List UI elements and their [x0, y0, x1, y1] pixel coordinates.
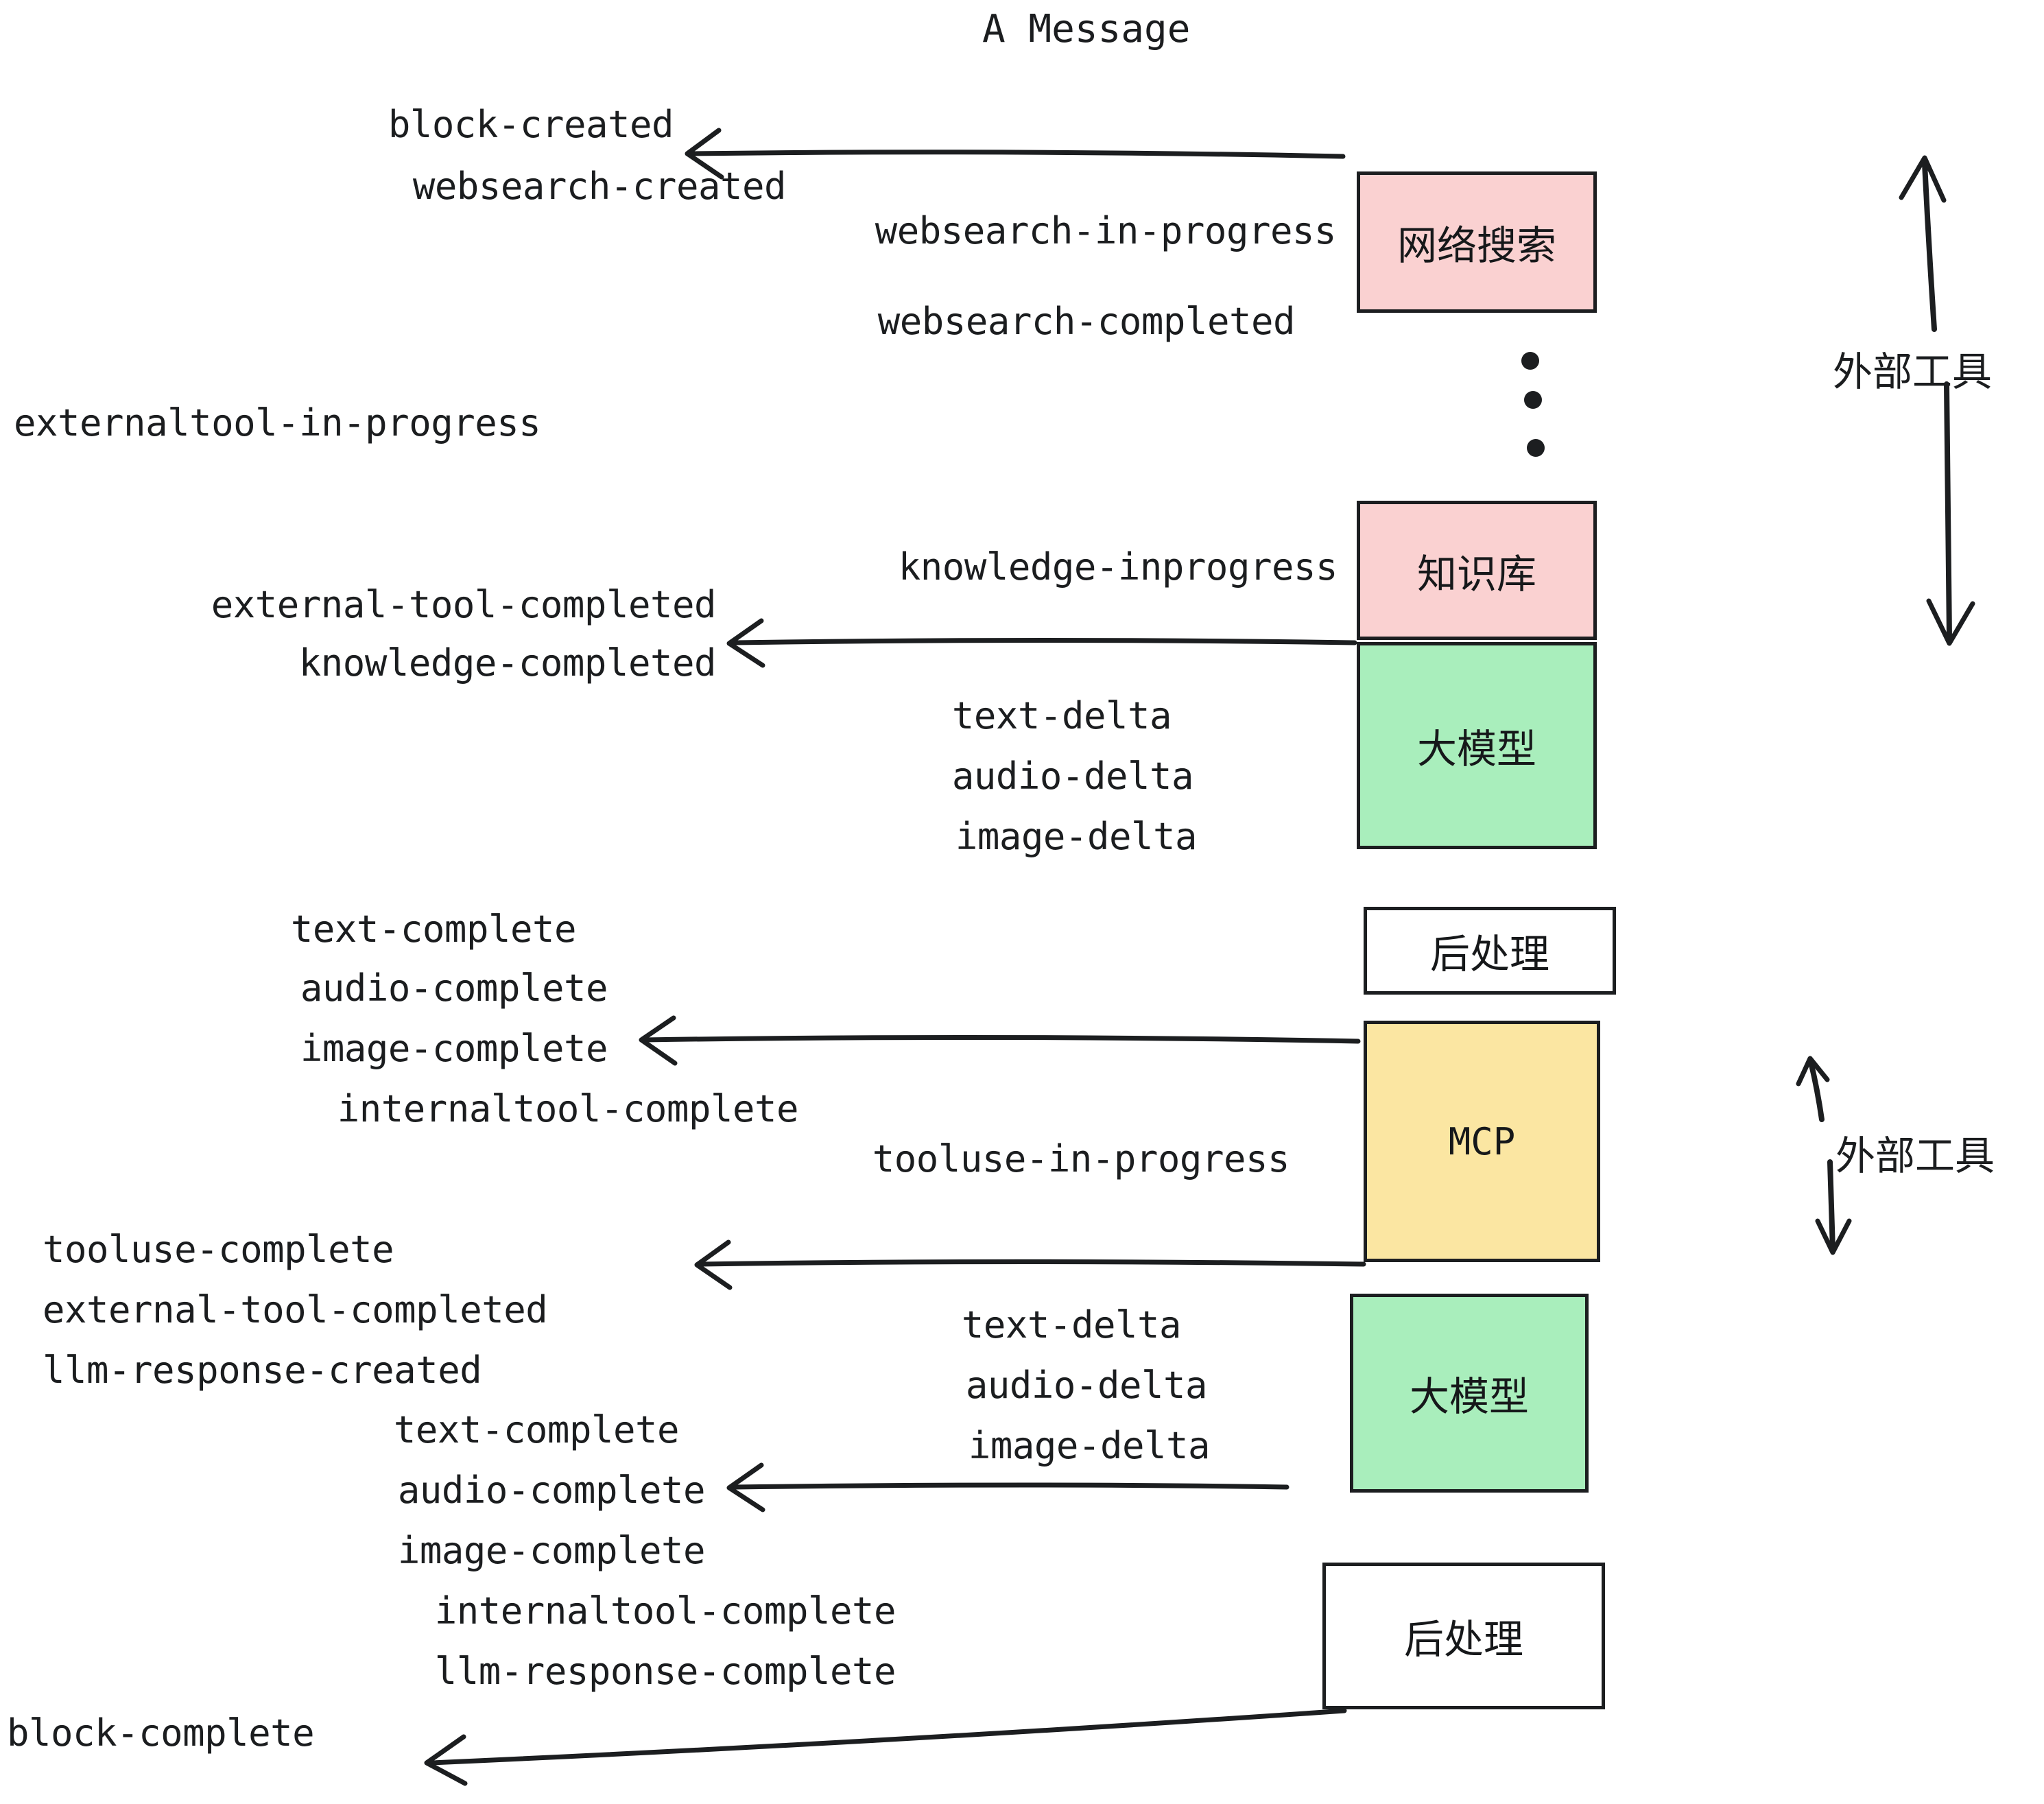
ellipsis-dot-1: [1521, 352, 1539, 370]
box-llm-2: 大模型: [1350, 1294, 1589, 1493]
event-llm-response-created: llm-response-created: [43, 1349, 482, 1392]
event-text-complete-1: text-complete: [290, 907, 577, 951]
arrow-postprocess-2-to-block-complete: [424, 1708, 1347, 1786]
event-knowledge-inprogress: knowledge-inprogress: [898, 545, 1338, 589]
event-block-complete: block-complete: [7, 1711, 315, 1755]
event-image-complete-1: image-complete: [300, 1027, 608, 1070]
side-annotation-external-tool-top: 外部工具: [1833, 348, 1993, 395]
event-llm-response-complete: llm-response-complete: [434, 1650, 896, 1693]
box-postprocess-1: 后处理: [1364, 907, 1616, 995]
event-text-delta-2: text-delta: [961, 1303, 1182, 1346]
diagram-title: A Message: [982, 7, 1191, 51]
external-tool-bottom-up-arrow: [1796, 1056, 1830, 1122]
event-internaltool-complete-1: internaltool-complete: [337, 1087, 799, 1130]
box-websearch-label: 网络搜索: [1397, 222, 1556, 269]
ellipsis-dot-2: [1524, 391, 1542, 409]
event-audio-delta-1: audio-delta: [951, 755, 1194, 798]
box-postprocess-2: 后处理: [1322, 1563, 1605, 1709]
event-text-complete-2: text-complete: [393, 1408, 680, 1451]
event-tooluse-in-progress: tooluse-in-progress: [872, 1137, 1290, 1180]
box-mcp-label: MCP: [1448, 1119, 1516, 1163]
event-externaltool-in-progress: externaltool-in-progress: [14, 401, 541, 444]
box-mcp: MCP: [1364, 1021, 1600, 1262]
ellipsis-dot-3: [1527, 439, 1545, 457]
arrow-knowledge-to-knowledge-completed: [726, 618, 1357, 668]
event-text-delta-1: text-delta: [951, 694, 1172, 737]
box-llm-2-label: 大模型: [1409, 1373, 1529, 1420]
side-annotation-external-tool-bottom: 外部工具: [1835, 1132, 1995, 1179]
event-knowledge-completed: knowledge-completed: [298, 641, 717, 685]
box-postprocess-1-label: 后处理: [1429, 931, 1549, 977]
event-external-tool-completed-2: external-tool-completed: [43, 1288, 548, 1331]
arrow-mcp-to-tooluse-complete: [694, 1239, 1366, 1290]
event-image-delta-2: image-delta: [968, 1424, 1211, 1467]
box-postprocess-2-label: 后处理: [1403, 1616, 1523, 1663]
event-image-delta-1: image-delta: [955, 815, 1198, 858]
external-tool-top-up-arrow: [1899, 155, 1947, 332]
external-tool-top-down-arrow: [1926, 381, 1975, 646]
event-audio-delta-2: audio-delta: [965, 1364, 1208, 1407]
event-internaltool-complete-2: internaltool-complete: [434, 1589, 896, 1633]
box-knowledgebase: 知识库: [1357, 501, 1597, 640]
event-audio-complete-2: audio-complete: [397, 1469, 706, 1512]
box-llm-1: 大模型: [1357, 642, 1597, 849]
event-websearch-completed: websearch-completed: [877, 300, 1296, 343]
event-tooluse-complete: tooluse-complete: [43, 1228, 394, 1271]
event-audio-complete-1: audio-complete: [300, 966, 608, 1010]
event-image-complete-2: image-complete: [397, 1529, 706, 1572]
box-knowledgebase-label: 知识库: [1416, 550, 1536, 597]
box-websearch: 网络搜索: [1357, 171, 1597, 313]
event-websearch-in-progress: websearch-in-progress: [875, 209, 1337, 252]
arrow-postprocess-1-to-image-complete: [639, 1015, 1361, 1066]
event-external-tool-completed-1: external-tool-completed: [211, 583, 717, 626]
event-websearch-created: websearch-created: [412, 165, 787, 208]
arrow-llm-2-to-audio-complete: [726, 1462, 1290, 1512]
box-llm-1-label: 大模型: [1416, 726, 1536, 772]
event-block-created: block-created: [388, 103, 674, 146]
